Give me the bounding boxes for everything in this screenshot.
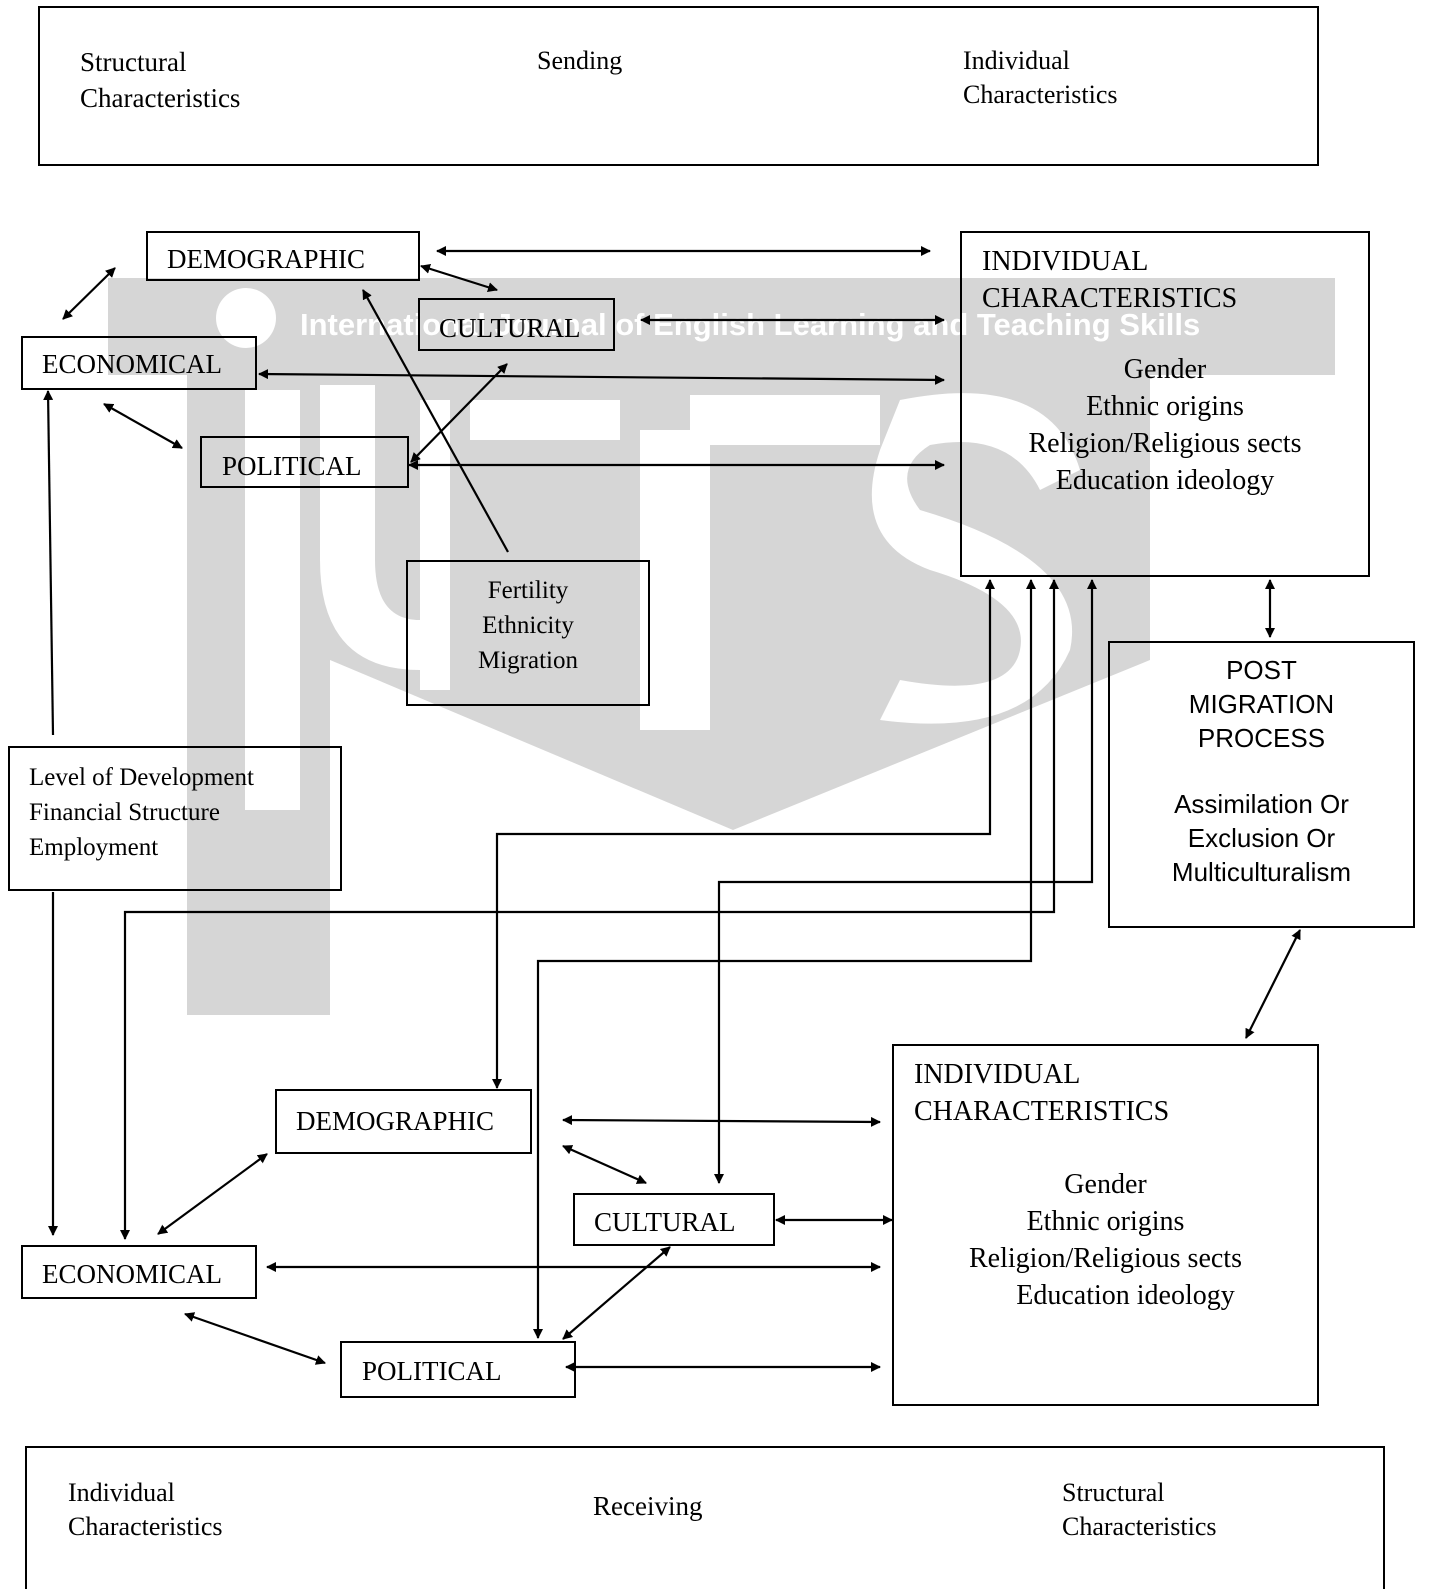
assimilation-item: Assimilation Or [1174, 789, 1349, 819]
top-banner-right-line2: Characteristics [963, 80, 1118, 109]
exclusion-item: Exclusion Or [1187, 823, 1336, 853]
arrow-r-demo-cult [562, 1144, 647, 1185]
receiving-economical-label: ECONOMICAL [42, 1259, 222, 1289]
arrow-s-ind-r-cult [714, 579, 1097, 1184]
receiving-economical-box: ECONOMICAL [21, 1245, 257, 1299]
post-migration-title-line2: MIGRATION [1188, 689, 1335, 719]
sending-ethnic-origins: Ethnic origins [1086, 391, 1244, 422]
sending-economical-label: ECONOMICAL [42, 349, 222, 379]
bottom-banner-center: Receiving [593, 1491, 703, 1521]
bottom-banner-right: Structural Characteristics [1062, 1476, 1217, 1544]
arrow-r-demo-ind [562, 1115, 881, 1127]
top-banner-box [38, 6, 1319, 166]
top-banner-right: Individual Characteristics [963, 44, 1118, 112]
receiving-political-label: POLITICAL [362, 1356, 502, 1386]
sending-individual-title-line2: CHARACTERISTICS [982, 283, 1238, 314]
arrow-r-pol-cult [562, 1246, 671, 1340]
arrow-s-pol-cult [410, 363, 508, 463]
bottom-banner-left-line1: Individual [68, 1478, 175, 1507]
top-banner-left-line2: Characteristics [80, 83, 241, 113]
arrow-s-econ-demo [62, 267, 116, 320]
post-migration-title: POST MIGRATION PROCESS [1110, 653, 1413, 755]
arrow-s-demo-cult [420, 263, 498, 293]
sending-demographic-label: DEMOGRAPHIC [167, 244, 366, 274]
sending-religion: Religion/Religious sects [1028, 428, 1302, 459]
post-migration-title-line1: POST [1226, 655, 1297, 685]
bottom-banner-right-line2: Characteristics [1062, 1512, 1217, 1541]
sending-individual-title-line1: INDIVIDUAL [982, 246, 1149, 277]
sending-individual-items: Gender Ethnic origins Religion/Religious… [962, 351, 1368, 499]
sending-gender: Gender [1123, 354, 1207, 385]
arrow-s-econ-ind [258, 369, 945, 385]
sending-education: Education ideology [1055, 465, 1275, 496]
arrow-post-receiving-ind [1245, 929, 1301, 1039]
post-migration-title-line3: PROCESS [1197, 723, 1326, 753]
arrow-dev-econ [43, 390, 55, 736]
arrow-s-ind-r-demo [492, 579, 995, 1089]
receiving-political-box: POLITICAL [340, 1341, 576, 1398]
multiculturalism-item: Multiculturalism [1171, 857, 1352, 887]
sending-cultural-box: CULTURAL [418, 298, 615, 351]
arrow-fertility-demo [362, 289, 509, 553]
arrow-s-ind-r-pol [533, 579, 1036, 1339]
sending-cultural-label: CULTURAL [439, 313, 581, 343]
post-migration-box: POST MIGRATION PROCESS Assimilation Or E… [1108, 641, 1415, 928]
receiving-education: Education ideology [1016, 1280, 1235, 1311]
sending-individual-title: INDIVIDUAL CHARACTERISTICS [982, 243, 1237, 317]
sending-demographic-box: DEMOGRAPHIC [146, 231, 420, 281]
sending-economical-box: ECONOMICAL [21, 336, 257, 390]
top-banner-center: Sending [537, 46, 623, 75]
bottom-banner-right-line1: Structural [1062, 1478, 1165, 1507]
bottom-banner-left-line2: Characteristics [68, 1512, 223, 1541]
bottom-banner-box [25, 1446, 1385, 1589]
arrow-s-ind-r-econ [120, 579, 1059, 1240]
top-banner-left-line1: Structural [80, 47, 187, 77]
arrow-s-econ-pol [103, 403, 183, 449]
bottom-banner-left: Individual Characteristics [68, 1476, 223, 1544]
sending-individual-box: INDIVIDUAL CHARACTERISTICS Gender Ethnic… [960, 231, 1370, 577]
post-migration-items: Assimilation Or Exclusion Or Multicultur… [1110, 787, 1413, 889]
top-banner-right-line1: Individual [963, 46, 1070, 75]
arrow-r-econ-pol [184, 1312, 326, 1365]
top-banner-left: Structural Characteristics [80, 44, 240, 116]
sending-political-label: POLITICAL [222, 451, 362, 481]
arrow-r-econ-demo [157, 1153, 268, 1235]
